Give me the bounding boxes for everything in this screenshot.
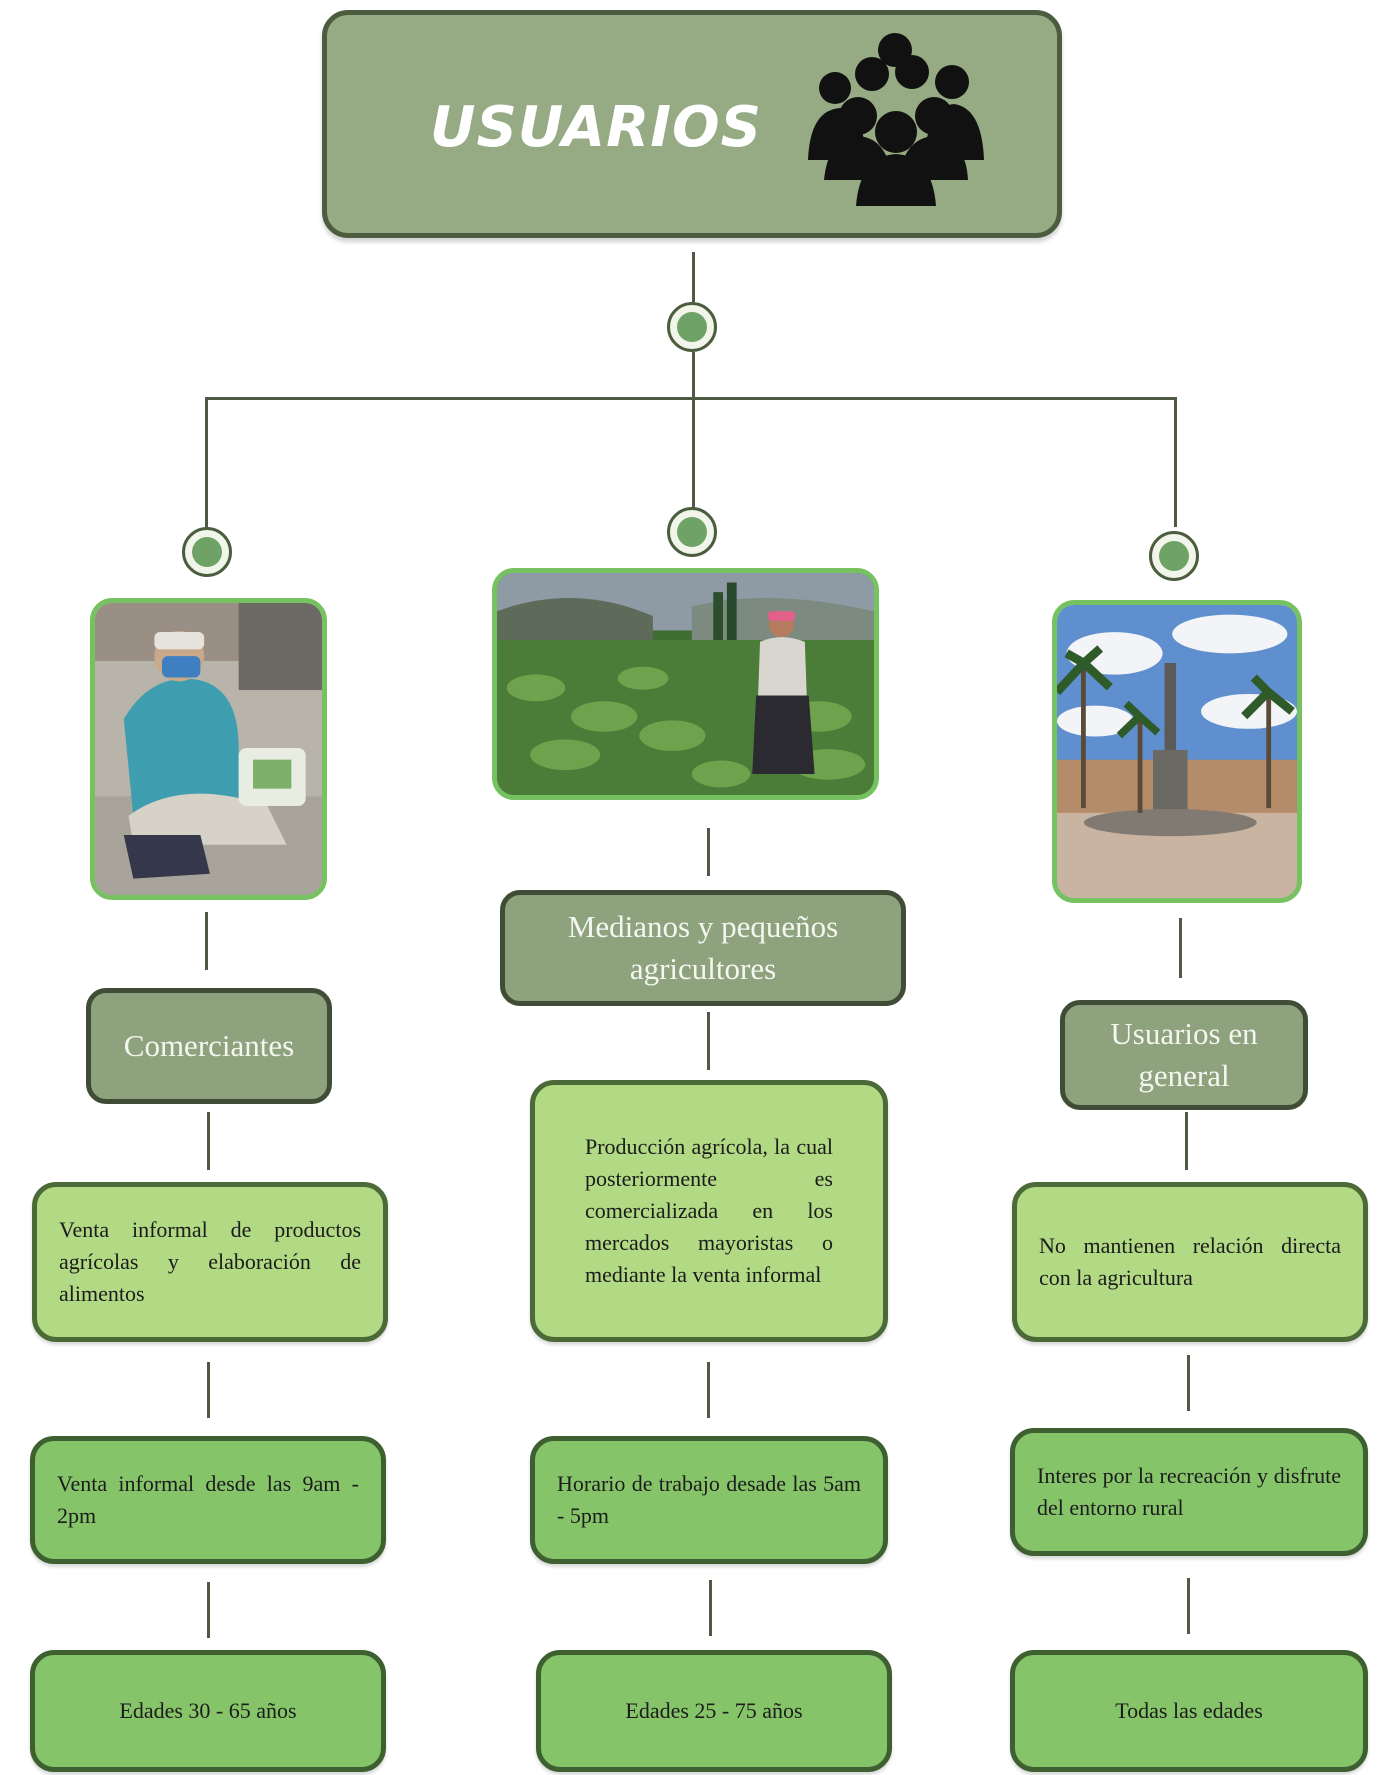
connector-merchant-3 [207, 1362, 210, 1418]
description-text: No mantienen relación directa con la agr… [1039, 1233, 1341, 1290]
title-connector [692, 252, 695, 302]
schedule-box-general: Interes por la recreación y disfrute del… [1010, 1428, 1368, 1556]
age-text: Todas las edades [1115, 1698, 1263, 1724]
age-text: Edades 25 - 75 años [625, 1698, 803, 1724]
center-trunk-line [692, 352, 695, 512]
hub-node [667, 302, 717, 352]
right-branch-line [1174, 397, 1177, 527]
branch-node-merchants [182, 527, 232, 577]
connector-merchant-1 [205, 912, 208, 970]
branch-node-general [1149, 531, 1199, 581]
connector-merchant-4 [207, 1582, 210, 1638]
branch-node-farmers [667, 507, 717, 557]
connector-farmer-2 [707, 1012, 710, 1070]
description-box-general: No mantienen relación directa con la agr… [1012, 1182, 1368, 1342]
connector-general-4 [1187, 1578, 1190, 1634]
photo-farmer [492, 568, 879, 800]
category-label: Usuarios en general [1110, 1016, 1258, 1093]
description-box-farmers: Producción agrícola, la cual posteriorme… [530, 1080, 888, 1342]
category-label: Comerciantes [123, 1028, 295, 1064]
horizontal-branch-line [205, 397, 1177, 400]
connector-general-2 [1185, 1112, 1188, 1170]
category-box-general: Usuarios en general [1060, 1000, 1308, 1110]
category-box-merchants: Comerciantes [86, 988, 332, 1104]
category-box-farmers: Medianos y pequeños agricultores [500, 890, 906, 1006]
age-box-general: Todas las edades [1010, 1650, 1368, 1772]
diagram-title: USUARIOS [430, 95, 762, 160]
age-box-farmers: Edades 25 - 75 años [536, 1650, 892, 1772]
description-text: Producción agrícola, la cual posteriorme… [585, 1134, 833, 1287]
description-box-merchants: Venta informal de productos agrícolas y … [32, 1182, 388, 1342]
connector-farmer-4 [709, 1580, 712, 1636]
people-group-icon [800, 30, 990, 208]
schedule-text: Interes por la recreación y disfrute del… [1037, 1463, 1341, 1520]
photo-merchant [90, 598, 327, 900]
age-text: Edades 30 - 65 años [119, 1698, 297, 1724]
connector-general-1 [1179, 918, 1182, 978]
connector-merchant-2 [207, 1112, 210, 1170]
connector-farmer-1 [707, 828, 710, 876]
category-label: Medianos y pequeños agricultores [567, 909, 839, 986]
schedule-text: Horario de trabajo desade las 5am - 5pm [557, 1471, 861, 1528]
left-branch-line [205, 397, 208, 527]
schedule-box-merchants: Venta informal desde las 9am - 2pm [30, 1436, 386, 1564]
description-text: Venta informal de productos agrícolas y … [59, 1217, 361, 1306]
schedule-text: Venta informal desde las 9am - 2pm [57, 1471, 359, 1528]
photo-plaza [1052, 600, 1302, 903]
age-box-merchants: Edades 30 - 65 años [30, 1650, 386, 1772]
schedule-box-farmers: Horario de trabajo desade las 5am - 5pm [530, 1436, 888, 1564]
connector-general-3 [1187, 1355, 1190, 1411]
connector-farmer-3 [707, 1362, 710, 1418]
